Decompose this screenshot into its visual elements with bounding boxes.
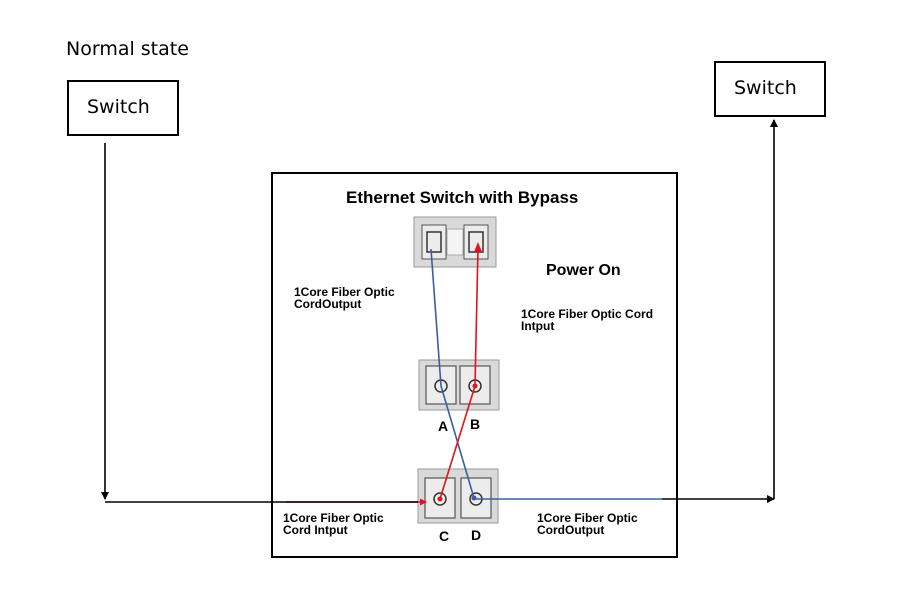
power-status: Power On xyxy=(546,262,621,279)
signal-path xyxy=(101,119,778,503)
middle-duplex-connector xyxy=(418,359,500,411)
port-d-label: D xyxy=(471,527,482,543)
panel-title: Ethernet Switch with Bypass xyxy=(346,188,579,207)
blue-fiber-path xyxy=(430,248,662,501)
label-bottom-left: 1Core Fiber Optic Cord Intput xyxy=(283,511,384,537)
port-b-label: B xyxy=(470,416,481,432)
label-top-left: 1Core Fiber Optic CordOutput xyxy=(294,285,395,311)
switch-left: Switch xyxy=(67,80,179,136)
switch-right: Switch xyxy=(714,61,826,117)
top-duplex-connector xyxy=(413,216,497,268)
switch-right-label: Switch xyxy=(734,77,797,99)
port-c-label: C xyxy=(439,528,450,544)
bottom-duplex-connector xyxy=(417,468,499,524)
switch-left-label: Switch xyxy=(87,96,150,118)
label-bottom-right: 1Core Fiber Optic CordOutput xyxy=(537,511,638,537)
diagram-title: Normal state xyxy=(66,38,189,60)
port-a-label: A xyxy=(438,418,449,434)
label-top-right: 1Core Fiber Optic Cord Intput xyxy=(521,307,654,333)
